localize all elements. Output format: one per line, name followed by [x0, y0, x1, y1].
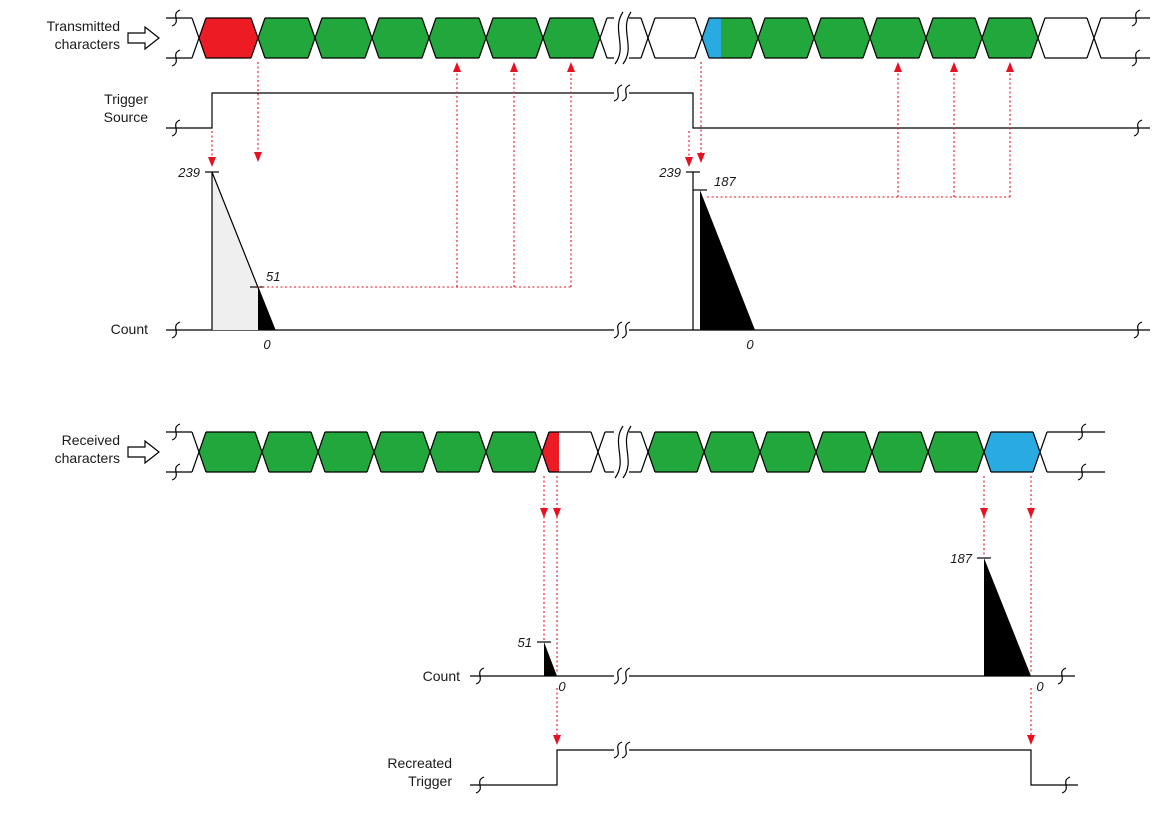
count-label-bottom: Count	[423, 668, 460, 684]
received-label-line1: Received	[62, 432, 120, 448]
transmitted-characters-row: Transmitted characters	[47, 9, 1150, 67]
trigger-source-label-line2: Source	[104, 109, 149, 125]
received-characters-row: Received characters	[55, 423, 1105, 481]
count2-trigger-value: 187	[714, 174, 736, 189]
annotation-arrows-top	[208, 62, 1014, 288]
count3-start-value: 51	[518, 635, 532, 650]
count1-trigger-value: 51	[266, 269, 280, 284]
transmitted-label-line2: characters	[55, 36, 120, 52]
count2-zero-value: 0	[746, 337, 754, 352]
received-label-line2: characters	[55, 450, 120, 466]
count1-zero-value: 0	[263, 337, 271, 352]
trigger-source-label-line1: Trigger	[104, 91, 148, 107]
count-label-top: Count	[111, 321, 148, 337]
transmitted-label-line1: Transmitted	[47, 18, 120, 34]
count-row-top: Count 239 51 0 239 187 0	[111, 165, 1150, 352]
count4-zero-value: 0	[1036, 679, 1044, 694]
annotation-arrows-bottom	[540, 476, 1035, 745]
count1-max-value: 239	[177, 165, 200, 180]
count4-start-value: 187	[950, 551, 972, 566]
recreated-trigger-label-line2: Trigger	[408, 773, 452, 789]
recreated-trigger-label-line1: Recreated	[387, 755, 452, 771]
count2-max-value: 239	[658, 165, 681, 180]
count-row-bottom: Count 51 0 187 0	[423, 551, 1075, 694]
count3-zero-value: 0	[558, 679, 566, 694]
